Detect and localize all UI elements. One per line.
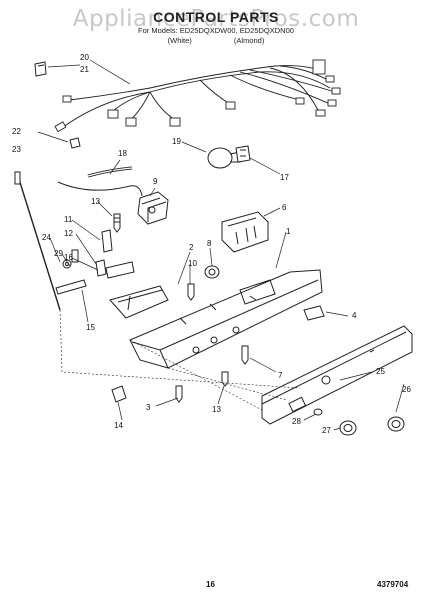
- washer-28: [313, 408, 323, 416]
- callout-6: 6: [282, 203, 287, 212]
- control-panel: [261, 325, 413, 425]
- color-almond: (Almond): [233, 36, 265, 45]
- model-numbers: For Models: ED25DQXDW00, ED25DQXDN00: [138, 26, 294, 35]
- control-housing: [129, 269, 323, 369]
- callout-27: 27: [322, 426, 331, 435]
- page-number: 16: [206, 580, 215, 589]
- screw-7: [241, 345, 249, 365]
- callout-12: 12: [64, 229, 73, 238]
- watermark: AppliancePartsPros.com: [72, 6, 360, 32]
- control-rod: [14, 171, 61, 311]
- screw-13a: [113, 213, 121, 233]
- color-legend: (White) (Almond): [0, 36, 432, 45]
- lever-assembly: [95, 229, 135, 279]
- control-knob-8: [204, 265, 220, 279]
- callout-29: 29: [54, 249, 63, 258]
- callout-28: 28: [292, 417, 301, 426]
- callout-7: 7: [278, 371, 283, 380]
- callout-labels: 20 21 22 23 18 9 13 6 1 11 12 16 24 29 1…: [12, 53, 411, 435]
- thermostat-knob-26: [387, 416, 405, 432]
- callout-10: 10: [188, 259, 197, 268]
- callout-26: 26: [402, 385, 411, 394]
- mounting-clip: [111, 385, 127, 403]
- callout-25: 25: [376, 367, 385, 376]
- diagram-title: CONTROL PARTS: [153, 9, 279, 25]
- callout-21: 21: [80, 65, 89, 74]
- harness-clip: [34, 61, 47, 77]
- screw-10: [187, 283, 195, 301]
- callout-20: 20: [80, 53, 89, 62]
- callout-15: 15: [86, 323, 95, 332]
- diagram-number: 4379704: [377, 580, 409, 589]
- bracket-assembly: [109, 285, 169, 319]
- thermostat: [57, 181, 169, 225]
- callout-23: 23: [12, 145, 21, 154]
- callout-18: 18: [118, 149, 127, 158]
- callout-17: 17: [280, 173, 289, 182]
- callout-19: 19: [172, 137, 181, 146]
- screw-3: [175, 385, 183, 403]
- callout-24: 24: [42, 233, 51, 242]
- lamp-bulb: [207, 147, 241, 169]
- callout-22: 22: [12, 127, 21, 136]
- callout-11: 11: [64, 215, 73, 224]
- callout-2: 2: [189, 243, 194, 252]
- lamp-socket: [235, 145, 251, 163]
- callout-13b: 13: [212, 405, 221, 414]
- callout-16: 16: [64, 253, 73, 262]
- defrost-control: [221, 211, 269, 253]
- wire-clip: [69, 137, 81, 149]
- callout-3: 3: [146, 403, 151, 412]
- wire-harness: [54, 59, 341, 133]
- callout-8: 8: [207, 239, 212, 248]
- callout-13a: 13: [91, 197, 100, 206]
- harness-clip-4: [303, 305, 325, 321]
- callout-9: 9: [153, 177, 158, 186]
- leader-lines: [37, 59, 405, 431]
- thermostat-knob-27: [339, 420, 357, 436]
- color-white: (White): [167, 36, 192, 45]
- callout-4: 4: [352, 311, 357, 320]
- assembly-lines: [59, 309, 301, 411]
- callout-1: 1: [286, 227, 291, 236]
- callout-14: 14: [114, 421, 123, 430]
- capillary-tube: [87, 166, 133, 178]
